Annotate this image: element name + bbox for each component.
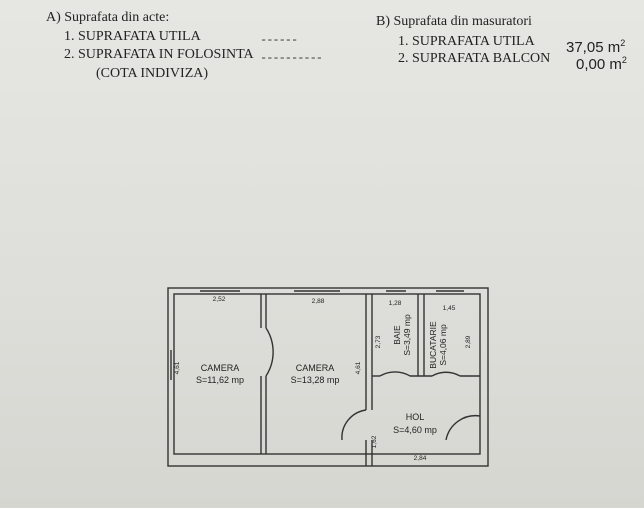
outer-wall-inner xyxy=(173,293,481,455)
dim-bucatarie-width: 1,45 xyxy=(443,305,456,312)
dim-camera1-width: 2,52 xyxy=(213,296,226,303)
outer-wall-outer xyxy=(167,287,489,467)
section-a-item-2-value: ---------- xyxy=(260,51,323,65)
room-camera2-area: S=13,28 mp xyxy=(291,375,340,385)
dim-hol-depth: 1,62 xyxy=(371,435,378,448)
dim-camera1-depth: 4,61 xyxy=(174,361,181,374)
room-bucatarie-area: S=4,06 mp xyxy=(438,324,448,366)
section-a-item-1: 1. SUPRAFATA UTILA xyxy=(64,29,201,44)
door-camera xyxy=(265,327,274,377)
dim-baie-width: 1,28 xyxy=(389,300,402,307)
dim-baie-depth: 2,73 xyxy=(375,335,382,348)
room-hol-name: HOL xyxy=(406,412,425,422)
door-bucatarie xyxy=(431,371,461,377)
door-hol-left xyxy=(341,409,367,441)
dim-hol-width: 2,84 xyxy=(414,455,427,462)
dim-camera2-width: 2,88 xyxy=(312,298,325,305)
section-b-item-2: 2. SUPRAFATA BALCON xyxy=(398,51,551,66)
section-b-item-2-value: 0,00 xyxy=(576,56,606,73)
section-a-item-2: 2. SUPRAFATA IN FOLOSINTA xyxy=(64,47,254,62)
section-b-item-1-value: 37,05 xyxy=(566,39,604,56)
room-bucatarie-name: BUCATARIE xyxy=(428,321,438,369)
section-a-title: A) Suprafata din acte: xyxy=(46,10,170,25)
section-b-item-1-value-group: 37,05 m2 xyxy=(566,35,625,56)
room-baie-name: BAIE xyxy=(392,325,402,345)
room-camera1-name: CAMERA xyxy=(201,363,240,373)
section-a-item-2-note: (COTA INDIVIZA) xyxy=(96,66,209,81)
dim-bucatarie-depth: 2,89 xyxy=(465,335,472,348)
room-camera1-area: S=11,62 mp xyxy=(196,375,244,385)
door-baie xyxy=(379,371,411,377)
room-baie-area: S=3,49 mp xyxy=(402,314,412,356)
door-entrance xyxy=(445,414,481,441)
section-b-title: B) Suprafata din masuratori xyxy=(376,14,532,29)
room-camera2-name: CAMERA xyxy=(296,363,335,373)
section-b-item-1-unit-power: 2 xyxy=(620,38,626,48)
section-b-item-1: 1. SUPRAFATA UTILA xyxy=(398,34,535,49)
section-b-item-2-value-group: 0,00 m2 xyxy=(576,52,627,73)
section-b-item-2-unit: m xyxy=(609,56,622,73)
dim-camera2-depth: 4,61 xyxy=(355,361,362,374)
section-b-item-1-unit: m xyxy=(607,39,621,56)
section-b-item-2-unit-power: 2 xyxy=(621,55,627,65)
room-hol-area: S=4,60 mp xyxy=(393,425,437,435)
section-a-item-1-value: ------ xyxy=(260,33,298,47)
